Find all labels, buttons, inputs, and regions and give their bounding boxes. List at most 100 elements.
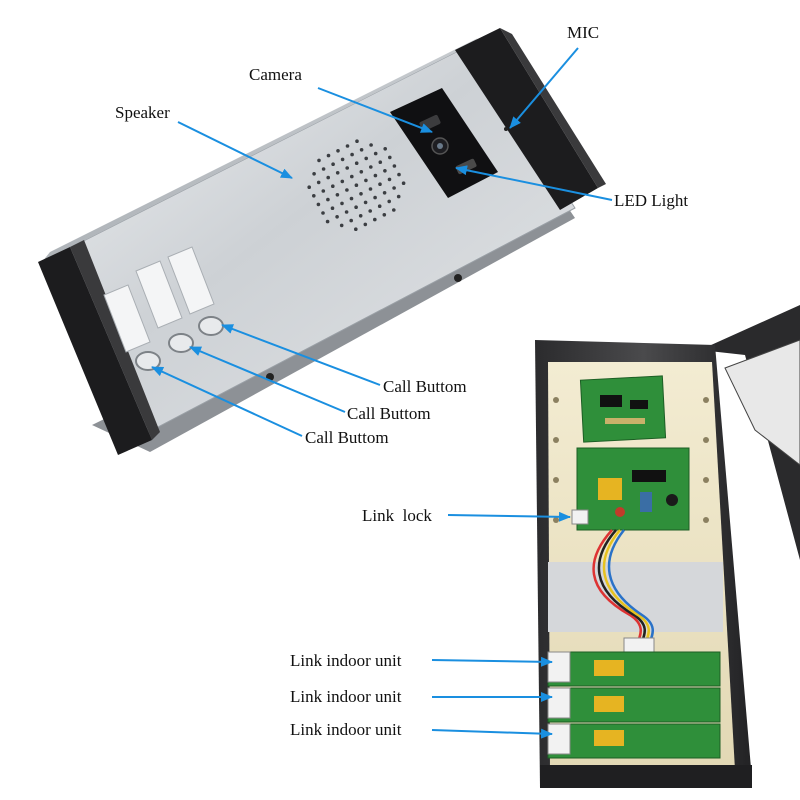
arrow-link-indoor-1: [431, 656, 553, 667]
speaker-hole: [364, 156, 369, 161]
speaker-hole: [321, 189, 326, 193]
speaker-hole: [355, 139, 359, 143]
mic-hole: [504, 127, 508, 131]
speaker-hole: [307, 185, 312, 189]
speaker-hole: [363, 222, 368, 227]
speaker-hole: [397, 172, 401, 177]
terminal-connector-icon: [547, 687, 571, 719]
label-speaker: Speaker: [115, 103, 170, 122]
speaker-hole: [335, 171, 340, 175]
label-link-lock: Link lock: [362, 506, 432, 525]
call-button-icon: [135, 351, 161, 371]
speaker-hole: [336, 149, 340, 153]
speaker-hole: [369, 143, 373, 147]
speaker-hole: [330, 206, 335, 210]
speaker-hole: [349, 196, 354, 201]
speaker-hole: [369, 165, 373, 169]
speaker-hole: [349, 218, 354, 223]
label-link-indoor-2: Link indoor unit: [290, 687, 402, 706]
speaker-hole: [340, 157, 345, 162]
speaker-hole: [325, 219, 330, 224]
label-led-light: LED Light: [614, 191, 689, 210]
speaker-hole: [378, 160, 383, 164]
name-plate-1: [103, 284, 151, 353]
outdoor-unit: [38, 28, 606, 455]
speaker-hole: [359, 148, 364, 152]
speaker-hole: [339, 223, 344, 228]
label-call-button-2: Call Buttom: [347, 404, 431, 423]
circuit-board-icon: [576, 447, 690, 531]
speaker-hole: [373, 173, 378, 178]
label-link-indoor-3: Link indoor unit: [290, 720, 402, 739]
name-plate-2: [135, 260, 183, 329]
speaker-hole: [354, 161, 359, 165]
speaker-hole: [312, 194, 316, 198]
speaker-hole: [383, 147, 388, 151]
speaker-hole: [321, 167, 326, 171]
camera-board-chips: [600, 395, 648, 424]
name-plate-3: [167, 246, 215, 315]
mounting-holes: [553, 397, 709, 523]
speaker-hole: [354, 205, 358, 209]
arrow-camera: [317, 87, 433, 133]
speaker-hole: [344, 210, 349, 214]
speaker-hole: [387, 177, 392, 182]
speaker-hole: [382, 191, 387, 195]
arrow-led-light: [455, 165, 613, 201]
speaker-hole: [378, 182, 382, 186]
right-end-cap: [455, 28, 598, 210]
speaker-hole: [345, 166, 350, 170]
speaker-hole: [363, 200, 368, 205]
circuit-board-icon: [547, 651, 721, 687]
arrow-call-button-1: [221, 324, 381, 386]
call-button-icon: [168, 333, 194, 353]
speaker-hole: [401, 181, 406, 185]
speaker-hole: [388, 155, 392, 160]
arrow-mic: [509, 47, 579, 129]
speaker-hole: [326, 197, 330, 202]
name-plates: [103, 246, 215, 353]
terminal-connector-icon: [571, 509, 589, 525]
speaker-hole: [373, 217, 377, 222]
metal-tray: [548, 562, 723, 632]
speaker-hole: [359, 170, 364, 174]
speaker-hole: [373, 151, 378, 156]
speaker-hole: [350, 152, 354, 157]
speaker-hole: [317, 158, 321, 163]
speaker-hole: [359, 192, 363, 196]
label-call-button-1: Call Buttom: [383, 377, 467, 396]
label-mic: MIC: [567, 23, 600, 42]
housing-bottom-edge: [540, 765, 752, 788]
speaker-hole: [326, 153, 331, 158]
speaker-hole: [331, 184, 335, 188]
speaker-hole: [392, 186, 396, 190]
arrow-speaker: [177, 121, 293, 179]
speaker-hole: [345, 144, 350, 148]
label-camera: Camera: [249, 65, 302, 84]
label-link-indoor-1: Link indoor unit: [290, 651, 402, 670]
speaker-hole: [326, 175, 331, 180]
panel-top-edge: [42, 38, 478, 262]
screw-hole: [454, 274, 462, 282]
speaker-hole: [335, 193, 340, 197]
arrow-call-button-3: [151, 366, 303, 437]
terminal-connector-icon: [547, 723, 571, 755]
speaker-hole: [312, 172, 316, 176]
speaker-hole: [364, 178, 368, 183]
circuit-board-icon: [579, 375, 667, 443]
open-housing: [535, 305, 800, 788]
indoor-link-boards: [547, 651, 721, 759]
arrow-link-indoor-3: [431, 728, 553, 739]
call-buttons: [135, 316, 224, 371]
main-board-parts: [598, 470, 678, 517]
callout-arrows: [151, 47, 613, 739]
terminal-connector-icon: [547, 651, 571, 683]
speaker-hole: [392, 208, 396, 212]
speaker-hole: [345, 188, 349, 192]
left-end-cap: [38, 247, 152, 455]
speaker-hole: [368, 209, 373, 213]
speaker-hole: [382, 213, 387, 217]
speaker-hole: [377, 204, 382, 208]
call-button-icon: [198, 316, 224, 336]
speaker-hole: [387, 199, 392, 204]
